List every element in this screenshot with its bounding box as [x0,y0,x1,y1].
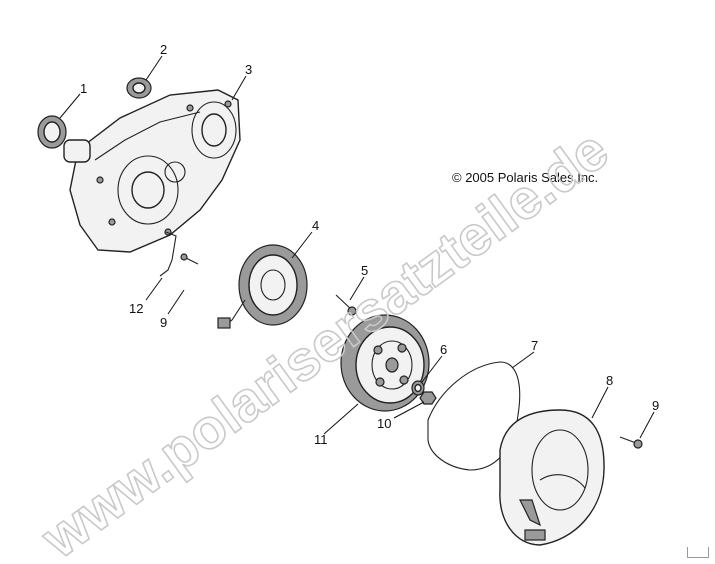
part-washer-6 [411,380,425,396]
leader-7 [511,351,535,369]
leader-4 [291,231,313,259]
leader-1 [59,93,81,119]
part-screw-9-right [619,436,643,449]
callout-1: 1 [80,81,87,96]
leader-8 [591,386,609,419]
leader-2 [145,55,163,81]
part-crankcase-3 [63,89,241,253]
copyright-notice: © 2005 Polaris Sales Inc. [452,170,599,185]
part-bracket-12 [159,231,177,277]
part-cover-8 [499,409,605,546]
leader-6 [421,355,443,383]
leader-9-left [167,289,185,315]
leader-10 [393,401,425,419]
callout-10: 10 [377,416,391,431]
part-bolt-5 [335,294,357,316]
part-seal-1 [37,115,67,149]
callout-7: 7 [531,338,538,353]
part-gasket-7 [427,361,521,471]
callout-5: 5 [361,263,368,278]
callout-6: 6 [440,342,447,357]
callout-8: 8 [606,373,613,388]
leader-9-right [639,411,655,439]
part-stator-4 [217,244,308,329]
part-screw-9-left [180,253,199,265]
part-washer-2 [126,77,152,99]
callout-9-left: 9 [160,315,167,330]
callout-11: 11 [314,432,328,447]
callout-3: 3 [245,62,252,77]
leader-12 [145,277,163,301]
callout-9-right: 9 [652,398,659,413]
leader-11 [323,403,359,435]
part-flywheel-11 [340,314,430,412]
callout-2: 2 [160,42,167,57]
part-nut-10 [419,391,437,405]
callout-12: 12 [129,301,143,316]
callout-4: 4 [312,218,319,233]
corner-mark [687,547,709,558]
leader-5 [349,276,365,301]
leader-3 [231,75,247,101]
